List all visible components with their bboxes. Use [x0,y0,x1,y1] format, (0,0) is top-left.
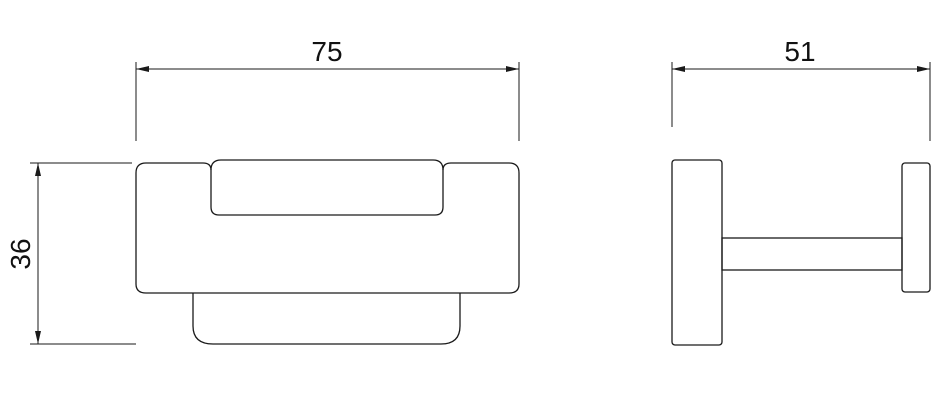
dimension-height-36: 36 [5,162,136,345]
arrowhead-side-left [672,66,685,72]
arrowhead-right [506,66,519,72]
arrowhead-top [35,163,41,176]
front-view [135,159,520,345]
dimension-label-height: 36 [5,238,36,269]
front-view-recess-lip [210,159,444,171]
dimension-width-75: 75 [135,36,520,141]
side-view-connecting-bar [721,237,903,271]
side-view [671,159,931,346]
arrowhead-left [136,66,149,72]
arrowhead-side-right [917,66,930,72]
dimension-depth-51: 51 [671,36,931,141]
dimension-label-width: 75 [311,36,342,67]
side-view-wall-plate [671,159,723,346]
side-view-end-plate [901,162,931,293]
front-view-body-outline [135,162,520,294]
front-view-soap-tray [192,293,461,345]
dimension-label-depth: 51 [784,36,815,67]
arrowhead-bottom [35,331,41,344]
